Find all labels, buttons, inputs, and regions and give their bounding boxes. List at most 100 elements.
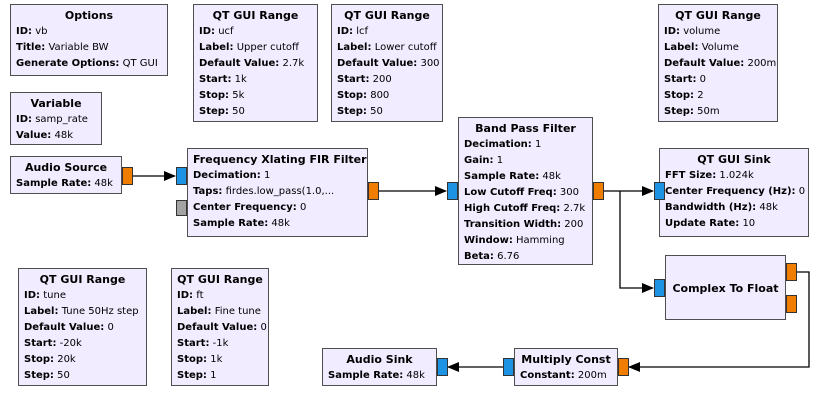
block-title: QT GUI Range — [344, 9, 430, 22]
param-row: Generate Options: QT GUI — [16, 56, 162, 72]
param-value: 1 — [535, 139, 542, 150]
param-label: Default Value: — [177, 322, 258, 333]
param-value: 300 — [559, 187, 579, 198]
audio-sink-in-port[interactable] — [437, 358, 448, 376]
xlating-out-port[interactable] — [368, 182, 379, 200]
param-label: Center Frequency: — [193, 202, 297, 213]
param-value: 50m — [697, 106, 720, 117]
param-value: volume — [683, 26, 721, 37]
param-label: Sample Rate: — [328, 370, 404, 381]
param-label: Stop: — [664, 90, 695, 101]
param-value: 1.024k — [719, 170, 754, 181]
param-row: Label: Fine tune — [177, 304, 263, 320]
param-label: Default Value: — [337, 58, 418, 69]
param-label: Generate Options: — [16, 58, 120, 69]
param-value: 2.7k — [563, 203, 586, 214]
param-row: ID: vb — [16, 24, 162, 40]
bandpass-in-port[interactable] — [447, 182, 458, 200]
param-row: ID: samp_rate — [16, 112, 96, 128]
param-row: Label: Upper cutoff — [199, 40, 312, 56]
param-value: 200m — [747, 58, 777, 69]
block-title: Variable — [30, 97, 82, 110]
param-label: High Cutoff Freq: — [464, 203, 561, 214]
param-value: QT GUI — [122, 58, 158, 69]
param-row: Start: -1k — [177, 336, 263, 352]
param-row: Constant: 200m — [520, 368, 612, 384]
param-value: 48k — [54, 130, 73, 141]
param-value: 48k — [94, 178, 113, 189]
param-row: Stop: 2 — [664, 88, 772, 104]
param-label: Label: — [199, 42, 234, 53]
param-row: ID: ucf — [199, 24, 312, 40]
param-value: Lower cutoff — [374, 42, 437, 53]
param-row: Default Value: 2.7k — [199, 56, 312, 72]
c2f-in-port[interactable] — [654, 279, 665, 297]
param-value: 1k — [210, 354, 223, 365]
xlating-msg-port[interactable] — [176, 200, 187, 216]
block-title: Audio Source — [24, 161, 108, 174]
param-value: 1 — [210, 370, 217, 381]
param-value: 200 — [564, 219, 584, 230]
param-row: Taps: firdes.low_pass(1.0,... — [193, 184, 362, 200]
param-value: 1k — [234, 74, 247, 85]
param-row: Default Value: 200m — [664, 56, 776, 72]
param-label: Sample Rate: — [16, 178, 92, 189]
param-row: Stop: 5k — [199, 88, 312, 104]
block-title: QT GUI Range — [675, 9, 761, 22]
param-value: Volume — [701, 42, 739, 53]
block-title: Band Pass Filter — [475, 122, 576, 135]
param-value: 48k — [271, 218, 290, 229]
param-value: 2 — [697, 90, 704, 101]
param-label: Update Rate: — [665, 218, 740, 229]
param-value: firdes.low_pass(1.0,... — [225, 186, 335, 197]
param-value: ucf — [218, 26, 234, 37]
param-row: Decimation: 1 — [464, 137, 587, 153]
connection-c2f-to-multiply[interactable] — [628, 271, 810, 372]
param-label: Center Frequency (Hz): — [665, 186, 796, 197]
xlating-in-port[interactable] — [176, 167, 187, 185]
multiply-in-port[interactable] — [503, 358, 514, 376]
param-row: Title: Variable BW — [16, 40, 162, 56]
param-label: Constant: — [520, 370, 575, 381]
c2f-out-port-1[interactable] — [786, 263, 797, 281]
gui-sink-in-port[interactable] — [654, 182, 665, 200]
param-row: Sample Rate: 48k — [16, 176, 116, 192]
param-label: Start: — [199, 74, 232, 85]
param-label: Title: — [16, 42, 46, 53]
audio-source-out-port[interactable] — [122, 167, 133, 185]
param-value: vb — [35, 26, 48, 37]
bandpass-out-port[interactable] — [593, 182, 604, 200]
param-value: 50 — [232, 106, 245, 117]
param-row: Stop: 1k — [177, 352, 263, 368]
param-label: ID: — [24, 290, 41, 301]
param-row: FFT Size: 1.024k — [665, 168, 803, 184]
connection-bandpass-to-c2f[interactable] — [619, 191, 654, 293]
c2f-out-port-2[interactable] — [786, 295, 797, 313]
param-row: Center Frequency (Hz): 0 — [665, 184, 805, 200]
param-label: Label: — [337, 42, 372, 53]
param-label: Start: — [177, 338, 210, 349]
multiply-out-port[interactable] — [618, 358, 629, 376]
param-value: 0 — [107, 322, 114, 333]
complex-to-float-block[interactable]: Complex To Float — [665, 255, 786, 320]
param-label: FFT Size: — [665, 170, 717, 181]
block-title: Frequency Xlating FIR Filter — [193, 153, 367, 166]
param-row: Default Value: 0 — [177, 320, 267, 336]
param-label: Label: — [24, 306, 59, 317]
block-title: QT GUI Sink — [697, 153, 771, 166]
param-row: Label: Tune 50Hz step — [24, 304, 141, 320]
param-row: Start: 0 — [664, 72, 772, 88]
